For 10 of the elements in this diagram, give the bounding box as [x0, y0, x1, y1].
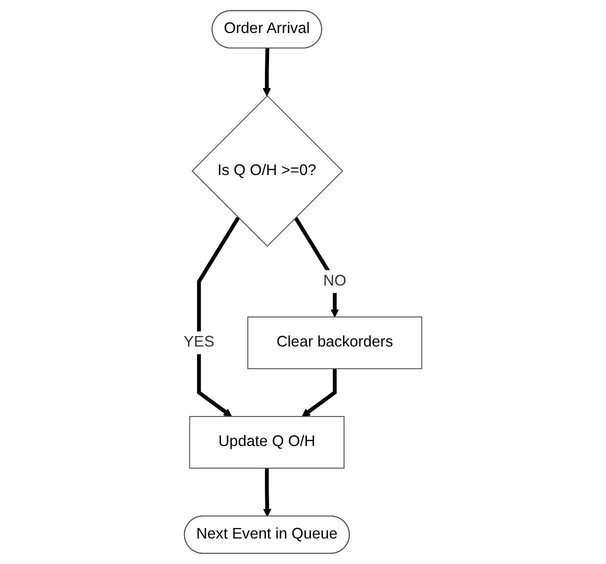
node-diamond: Is Q O/H >=0? — [192, 95, 344, 247]
arrow — [263, 468, 272, 517]
arrow — [294, 216, 340, 318]
node-box: Update Q O/H — [189, 416, 345, 469]
node-box: Clear backorders — [248, 316, 423, 370]
arrow — [197, 216, 240, 417]
edge-label: YES — [184, 334, 215, 350]
arrow — [262, 48, 272, 96]
edge-label: NO — [324, 272, 347, 290]
arrow — [302, 368, 337, 417]
